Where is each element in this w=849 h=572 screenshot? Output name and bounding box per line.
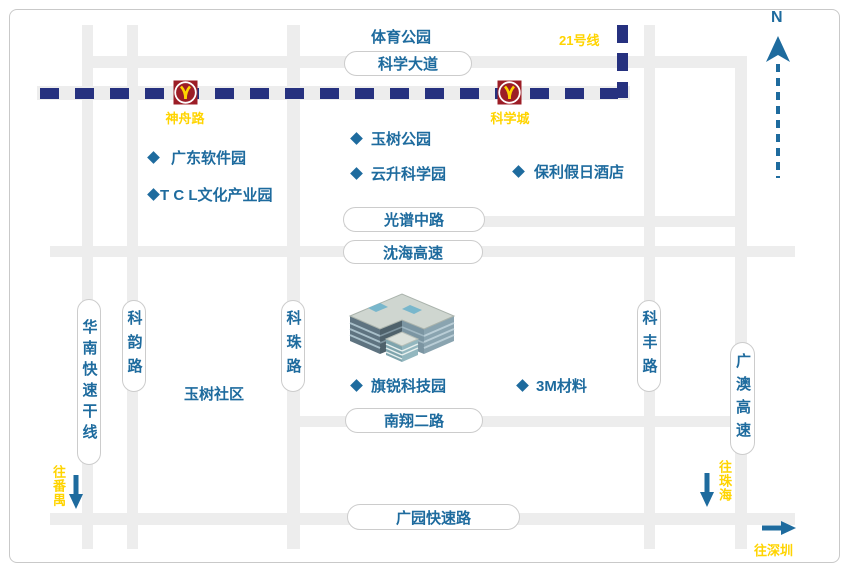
diamond-icon	[350, 379, 363, 392]
pill-guangao-expressway: 广澳高速	[730, 342, 755, 455]
map-border	[9, 9, 840, 563]
diamond-icon	[512, 165, 525, 178]
poi-guangdong-software-park: 广东软件园	[147, 147, 247, 168]
arrow-down-icon-panyu	[69, 475, 83, 509]
building-illustration	[340, 286, 466, 374]
poi-label: 玉树公园	[371, 131, 432, 148]
pill-shenhai-highway: 沈海高速	[343, 240, 483, 264]
pill-guangpu-middle-road: 光谱中路	[343, 207, 485, 232]
poi-tcl-culture-industry-park: T C L文化产业园	[147, 184, 273, 205]
pill-guangyuan-express-road: 广园快速路	[347, 504, 520, 530]
poi-yunsheng-science-park: 云升科学园	[350, 163, 447, 184]
arrow-right-icon-shenzhen	[762, 521, 796, 535]
road-guangpu-middle	[344, 216, 738, 227]
pill-kexue-avenue: 科学大道	[344, 51, 472, 76]
direction-label-zhuhai: 往珠海	[717, 460, 732, 502]
direction-label-shenzhen: 往深圳	[754, 543, 794, 558]
poi-poly-holiday-hotel: 保利假日酒店	[512, 161, 625, 182]
pill-kefeng-road: 科丰路	[637, 300, 661, 392]
diamond-icon	[350, 167, 363, 180]
station-label-shenzhoulu: 神舟路	[165, 111, 205, 126]
pill-nanxiang-2nd-road: 南翔二路	[345, 408, 483, 433]
metro-line-corner-dash	[617, 82, 628, 98]
metro-line-21	[40, 88, 618, 99]
diamond-icon	[147, 188, 160, 201]
diamond-icon	[516, 379, 529, 392]
poi-label: 3M材料	[536, 378, 587, 395]
road-nanxiang-2nd	[292, 416, 736, 427]
poi-label: T C L文化产业园	[160, 187, 273, 204]
north-arrow-icon	[766, 36, 790, 62]
poi-label: 云升科学园	[371, 166, 447, 183]
compass-dashed-line	[776, 64, 780, 178]
metro-station-icon-kexuecheng	[497, 80, 522, 105]
road-huanan-expressway	[82, 25, 93, 549]
poi-yushu-park: 玉树公园	[350, 128, 432, 149]
poi-label: 广东软件园	[171, 150, 247, 167]
arrow-down-icon-zhuhai	[700, 473, 714, 507]
metro-line-vertical-dash	[617, 53, 628, 71]
poi-label: 保利假日酒店	[534, 164, 625, 181]
direction-label-panyu: 往番禺	[51, 465, 66, 507]
compass-north-label: N	[771, 9, 783, 26]
metro-line-label: 21号线	[559, 33, 600, 48]
road-guangao-expressway	[735, 56, 747, 549]
pill-huanan-expressway: 华南快速干线	[77, 299, 101, 465]
poi-qirui-tech-park: 旗锐科技园	[350, 375, 447, 396]
diamond-icon	[350, 132, 363, 145]
road-kezhu-road	[287, 25, 300, 549]
station-label-kexuecheng: 科学城	[490, 111, 530, 126]
area-label-yushu-community: 玉树社区	[184, 386, 245, 403]
area-label-sports-park: 体育公园	[371, 29, 432, 46]
diamond-icon	[147, 151, 160, 164]
pill-keyun-road: 科韵路	[122, 300, 146, 392]
road-kefeng-road	[644, 25, 655, 549]
road-keyun-road	[127, 25, 138, 549]
pill-kezhu-road: 科珠路	[281, 300, 305, 392]
poi-label: 旗锐科技园	[371, 378, 447, 395]
poi-3m-materials: 3M材料	[516, 375, 587, 396]
metro-station-icon-shenzhoulu	[173, 80, 198, 105]
metro-line-vertical-dash	[617, 25, 628, 43]
